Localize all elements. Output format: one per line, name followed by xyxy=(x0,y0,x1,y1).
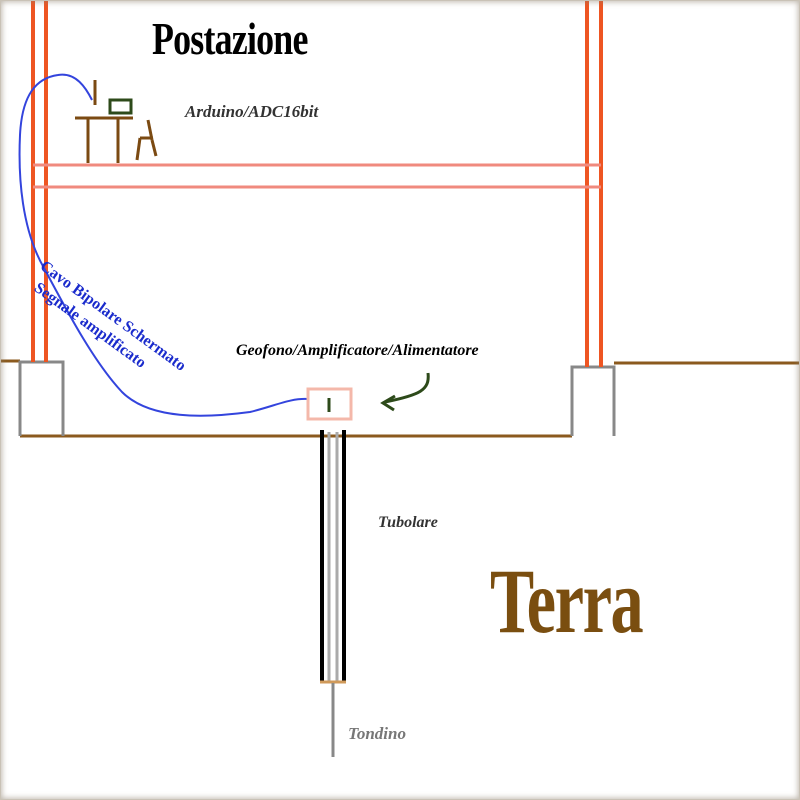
pillar-left xyxy=(31,0,48,362)
label-ground: Terra xyxy=(490,550,644,652)
footing-right xyxy=(570,365,616,436)
floor-slab xyxy=(33,163,601,189)
title-postazione: Postazione xyxy=(152,13,308,64)
desk-icon xyxy=(75,80,133,163)
geophone-box-icon xyxy=(306,387,353,421)
monitor-icon xyxy=(108,98,133,115)
tube xyxy=(320,430,346,684)
arrow-icon xyxy=(380,372,430,412)
label-tube: Tubolare xyxy=(378,514,438,531)
footing-left xyxy=(18,360,65,436)
label-arduino-adc: Arduino/ADC16bit xyxy=(185,102,319,121)
label-geophone-amplifier: Geofono/Amplificatore/Alimentatore xyxy=(236,342,479,359)
ground-surface xyxy=(0,359,800,438)
pillar-right xyxy=(585,0,603,367)
shielded-cable xyxy=(18,73,309,417)
label-rod: Tondino xyxy=(348,724,406,743)
chair-icon xyxy=(135,119,158,161)
